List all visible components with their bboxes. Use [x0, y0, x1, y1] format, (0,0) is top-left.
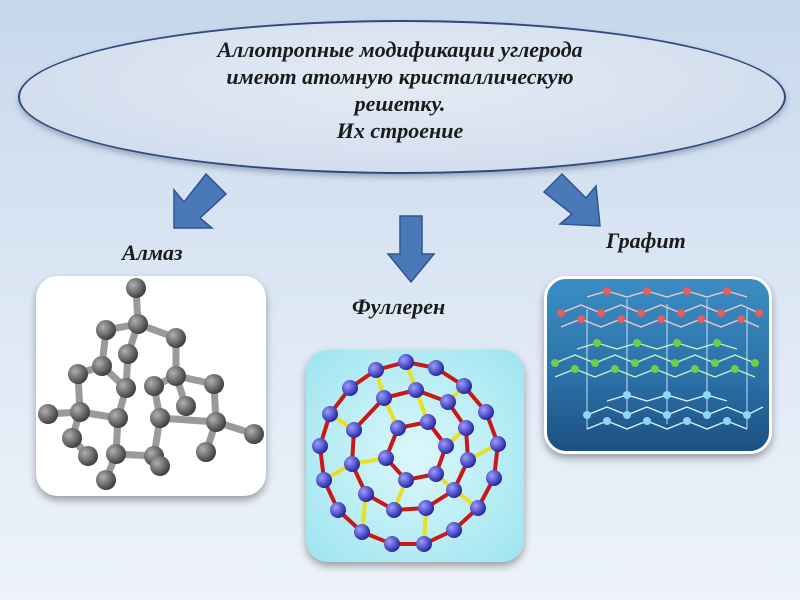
header-line-3: решетку.: [354, 91, 446, 116]
header-line-4: Их строение: [336, 118, 464, 143]
graphite-layers: [551, 287, 764, 430]
arrow-down-left-icon: [173, 172, 228, 229]
diamond-structure-image: [36, 276, 266, 496]
header-line-1: Аллотропные модификации углерода: [217, 37, 583, 62]
label-diamond: Алмаз: [122, 240, 183, 265]
fullerene-structure-image: [306, 350, 524, 562]
graphite-structure-image: [544, 276, 772, 454]
graphite-layer-bottom: [583, 391, 764, 430]
diamond-lattice: [38, 278, 264, 490]
header-text: Аллотропные модификации углерода имеют а…: [18, 36, 782, 144]
header-line-2: имеют атомную кристаллическую: [226, 64, 574, 89]
arrow-down-right-icon: [542, 172, 601, 227]
fullerene-molecule: [312, 354, 506, 552]
graphite-layer-middle: [551, 339, 759, 378]
label-graphite: Графит: [606, 228, 686, 253]
header-ellipse: [18, 20, 786, 174]
label-fullerene: Фуллерен: [352, 294, 446, 319]
arrow-down-icon: [386, 215, 436, 284]
graphite-layer-top: [557, 287, 763, 328]
